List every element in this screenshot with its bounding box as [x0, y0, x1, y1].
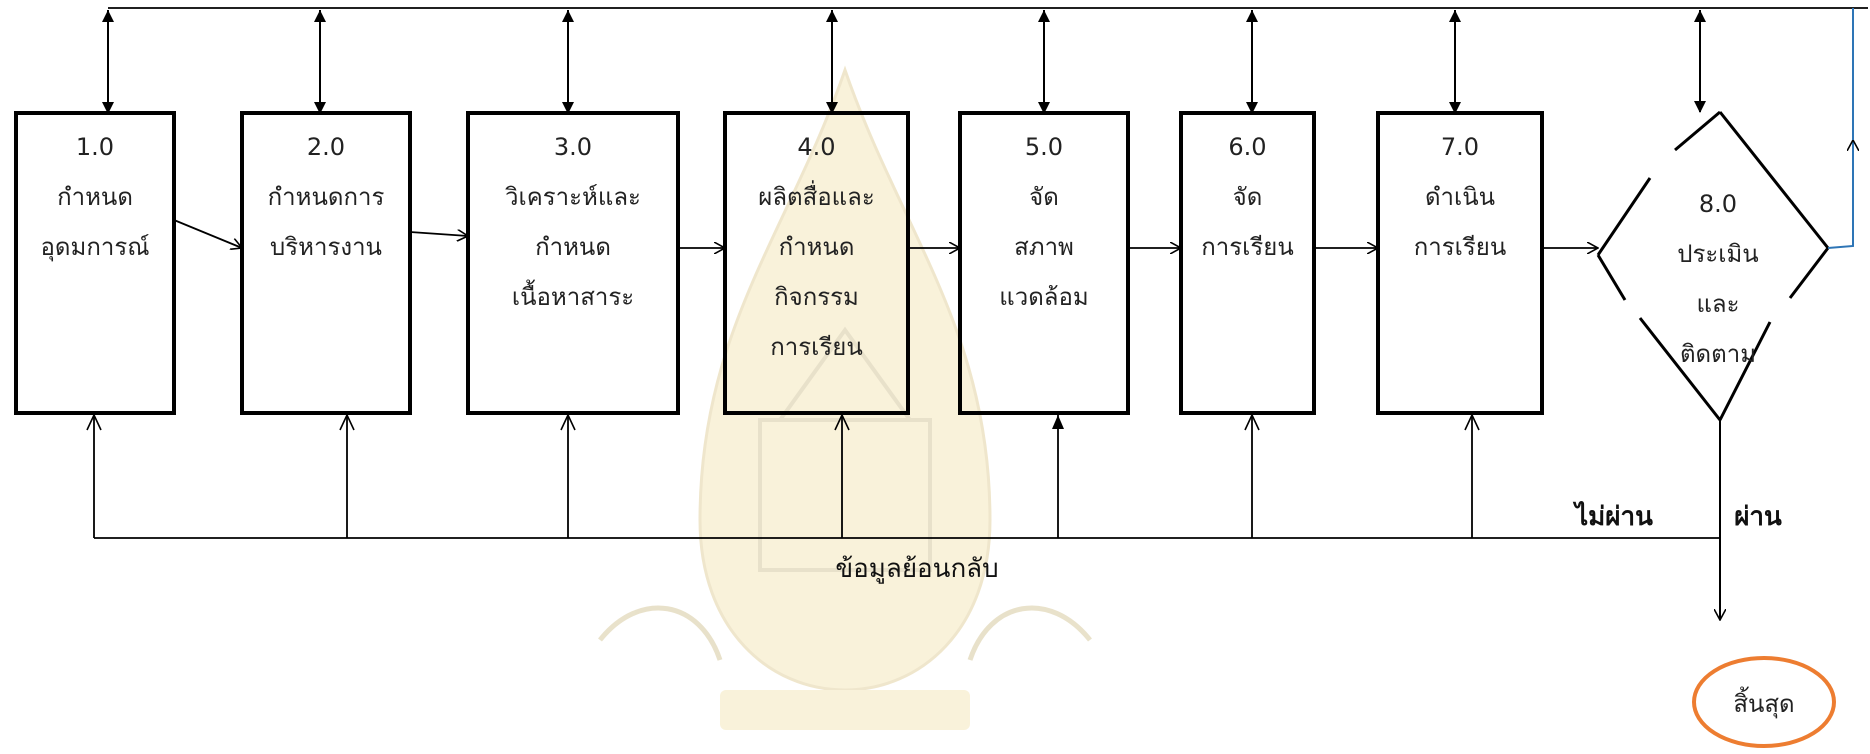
step-label-line: อุดมการณ์	[41, 233, 150, 262]
step-number: 3.0	[554, 133, 592, 161]
step-number: 5.0	[1025, 133, 1063, 161]
decision-number: 8.0	[1699, 190, 1737, 218]
feedback-arrowhead	[560, 413, 576, 431]
step-label-line: กิจกรรม	[774, 283, 859, 311]
end-label: สิ้นสุด	[1733, 686, 1794, 719]
process-box-frame	[14, 111, 176, 415]
step-label-line: แวดล้อม	[999, 283, 1088, 311]
step-number: 7.0	[1441, 133, 1479, 161]
step-label-line: ดำเนิน	[1425, 183, 1495, 211]
step-label-line: การเรียน	[1414, 233, 1506, 261]
step-label-line: การเรียน	[770, 333, 862, 361]
top-link-arrowhead	[1449, 10, 1461, 22]
top-link-arrowhead	[314, 10, 326, 22]
top-link-arrowhead	[562, 10, 574, 22]
feedback-label: ข้อมูลย้อนกลับ	[835, 554, 998, 584]
step-label-line: วิเคราะห์และ	[505, 183, 641, 211]
step-number: 4.0	[797, 133, 835, 161]
step-label-line: เนื้อหาสาระ	[512, 279, 634, 311]
feedback-arrowhead	[339, 413, 355, 431]
top-link-arrowhead	[102, 10, 114, 22]
step-label-line: บริหารงาน	[270, 233, 382, 261]
university-seal-watermark	[598, 65, 1092, 730]
step-label-line: กำหนดการ	[268, 183, 385, 211]
feedback-arrowhead	[834, 413, 850, 431]
step-number: 6.0	[1228, 133, 1266, 161]
decision-line-3: ติดตาม	[1680, 340, 1756, 368]
step-label-line: จัด	[1029, 183, 1059, 211]
step-label-line: กำหนด	[535, 233, 611, 261]
decision-loop-line	[1827, 140, 1853, 249]
process-box-frame	[723, 111, 910, 415]
feedback-arrowhead	[1464, 413, 1480, 431]
step-label-line: การเรียน	[1201, 233, 1293, 261]
step-number: 1.0	[76, 133, 114, 161]
step-label-line: กำหนด	[779, 233, 855, 261]
pass-label: ผ่าน	[1734, 502, 1782, 532]
top-link-arrowhead	[1694, 10, 1706, 22]
fail-label: ไม่ผ่าน	[1572, 500, 1653, 532]
flow-arrow	[409, 232, 468, 236]
top-link-arrowhead	[826, 10, 838, 22]
top-link-arrowhead	[1038, 10, 1050, 22]
decision-line-1: ประเมิน	[1677, 240, 1758, 268]
feedback-arrowhead	[1052, 415, 1064, 429]
flow-arrow	[173, 219, 242, 248]
feedback-arrowhead	[86, 413, 102, 431]
step-number: 2.0	[307, 133, 345, 161]
step-label-line: กำหนด	[57, 183, 133, 211]
decision-line-2: และ	[1696, 290, 1739, 318]
feedback-arrowhead	[1244, 413, 1260, 431]
process-box-frame	[240, 111, 412, 415]
step-label-line: ผลิตสื่อและ	[758, 180, 874, 211]
step-label-line: สภาพ	[1014, 233, 1074, 261]
step-label-line: จัด	[1233, 183, 1263, 211]
decision-evaluate-follow: 8.0 ประเมิน และ ติดตาม	[1596, 110, 1830, 421]
top-link-arrowhead	[1246, 10, 1258, 22]
end-terminal	[1692, 656, 1836, 748]
